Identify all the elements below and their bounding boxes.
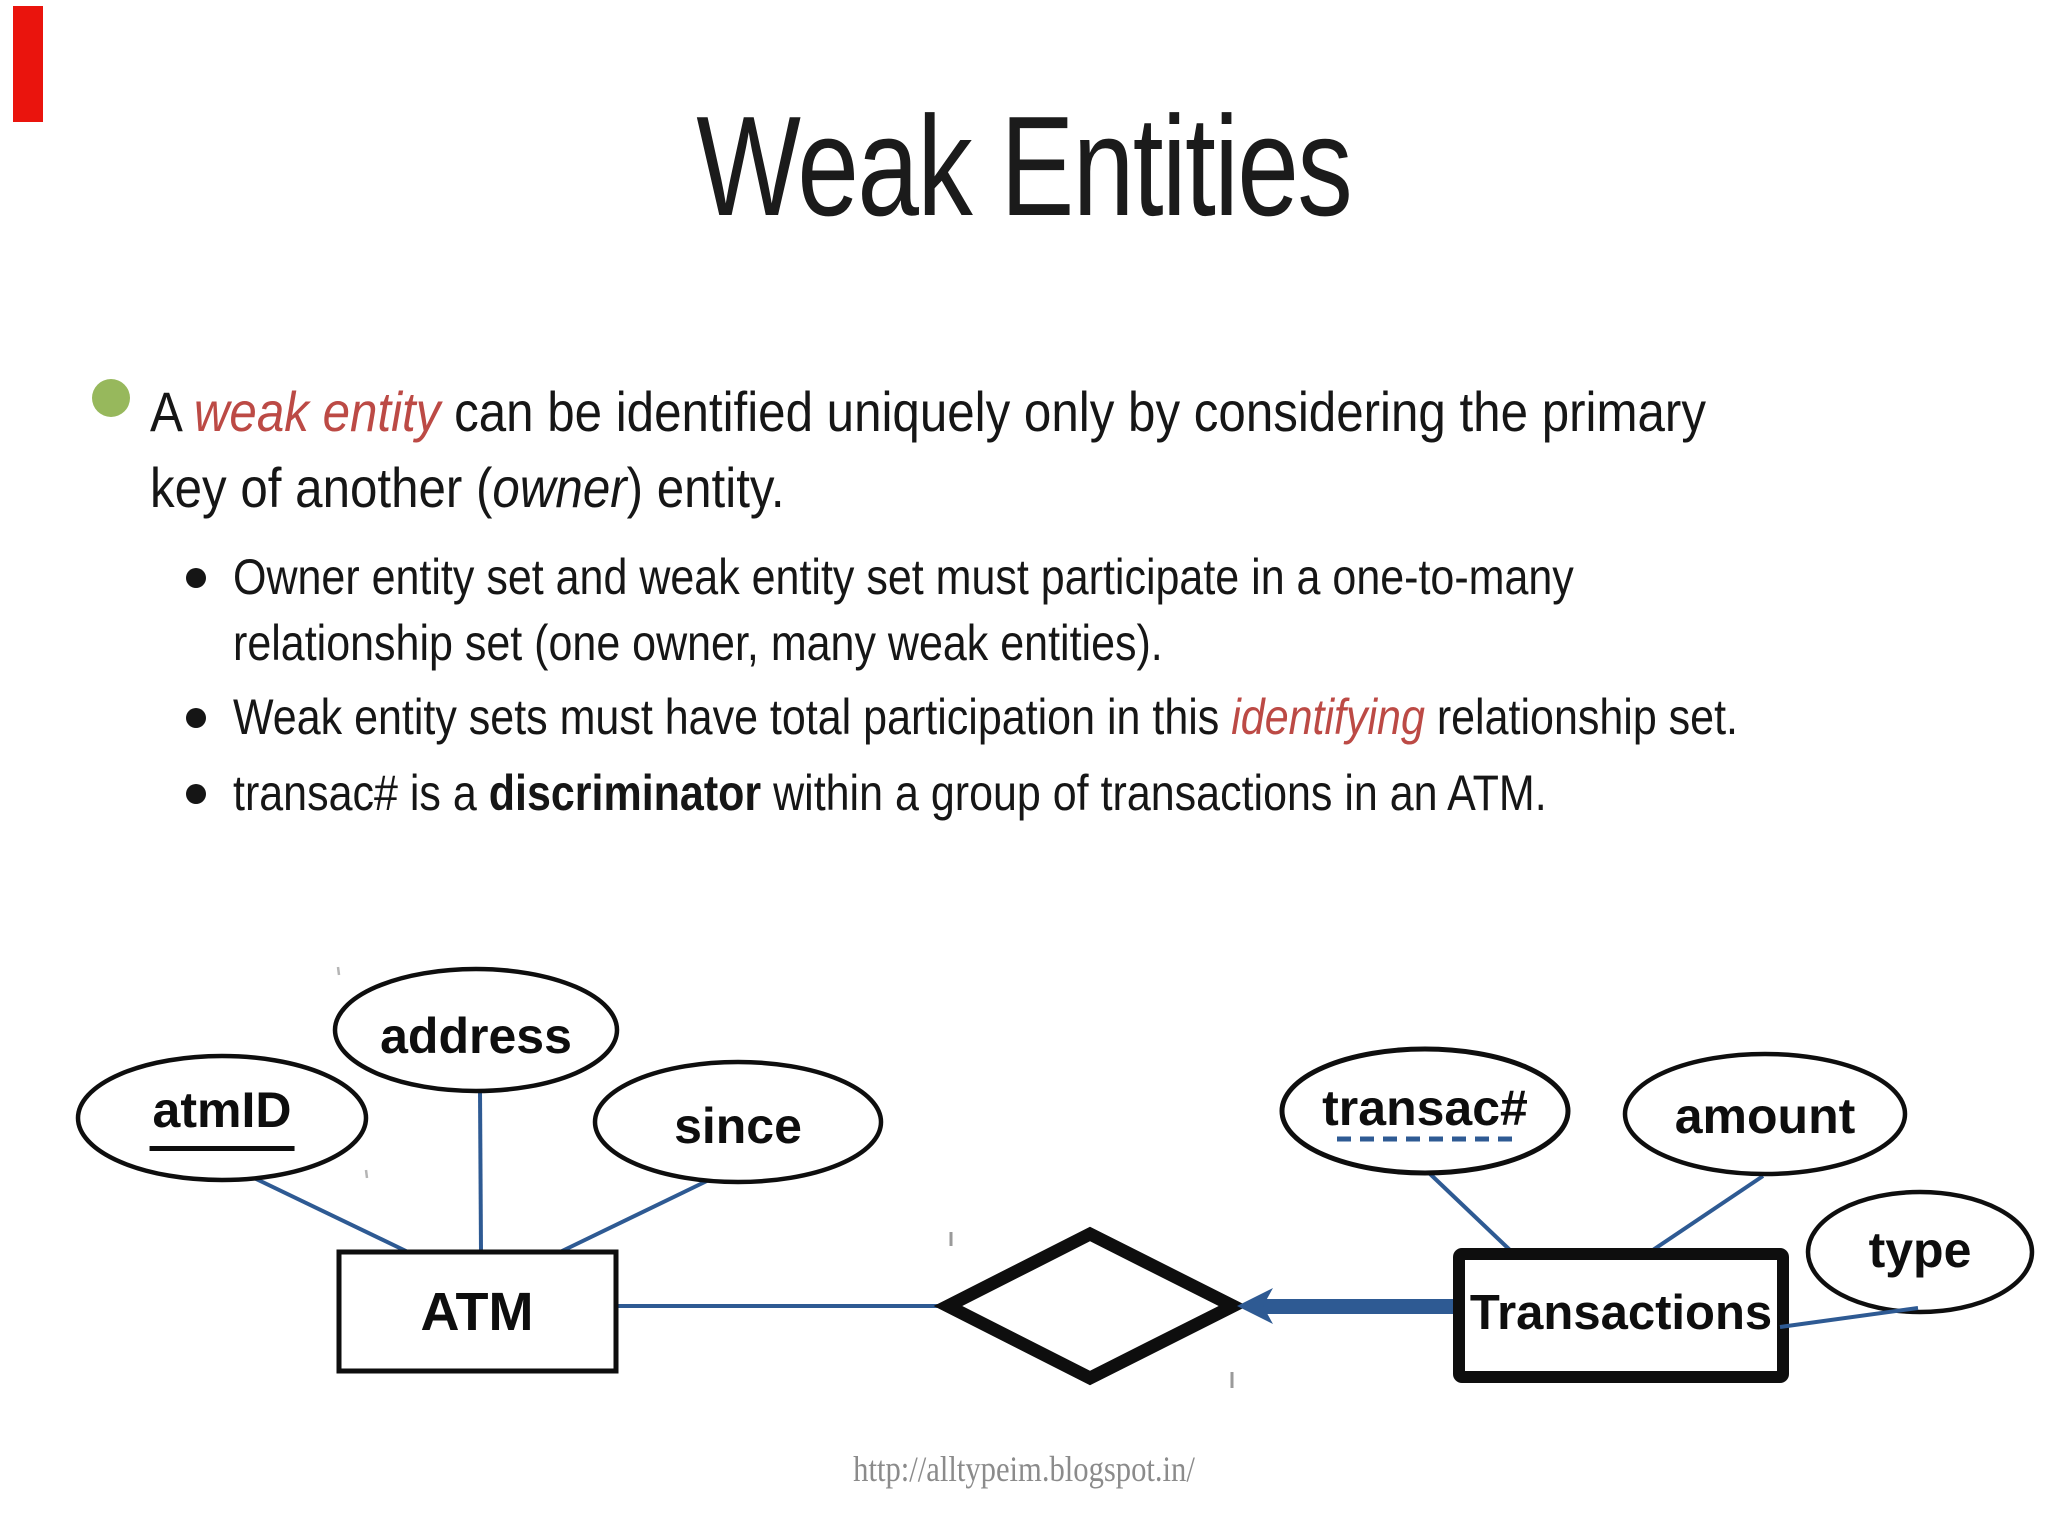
main-bullet-text: A weak entity can be identified uniquely… (150, 374, 1918, 526)
primary-key-underline: atmID (149, 1081, 295, 1151)
weak-entity-highlight: weak entity (193, 380, 441, 443)
sub-bullet-marker-2 (186, 708, 206, 728)
sub-bullet-marker-3 (186, 784, 206, 804)
bullet-marker-green (92, 379, 130, 417)
attribute-ellipse-transac (1279, 1046, 1571, 1176)
connector-transac-transactions (1426, 1170, 1514, 1254)
sub-bullet-3: transac# is a discriminator within a gro… (233, 760, 1761, 826)
main-bullet-seg: can be identified uniquely only by consi… (440, 380, 1706, 443)
connector-atmid-atm (249, 1174, 409, 1254)
red-corner-mark (13, 6, 43, 122)
sub-bullet-3-seg: transac# is a (233, 765, 489, 821)
connector-amount-transactions (1648, 1174, 1765, 1254)
sub-bullet-3-seg: within a group of transactions in an ATM… (761, 765, 1547, 821)
page-title-text: Weak Entities (696, 87, 1353, 246)
connector-since-atm (559, 1176, 714, 1254)
main-bullet-seg: key of another ( (150, 456, 493, 519)
attribute-label-address: address (380, 1008, 572, 1064)
entity-rect-atm (336, 1249, 619, 1374)
attribute-ellipse-type (1805, 1189, 2035, 1315)
connector-type-transactions (1779, 1306, 1919, 1329)
scan-artifact (364, 1169, 369, 1179)
footer-url: http://alltypeim.blogspot.in/ (853, 1449, 1195, 1489)
connector-address-atm (478, 1089, 483, 1253)
main-bullet-line-1: A weak entity can be identified uniquely… (150, 374, 1918, 450)
page-title: Weak Entities (0, 96, 2048, 238)
attribute-ellipse-since (592, 1059, 884, 1185)
main-bullet-line-2: key of another (owner) entity. (150, 450, 1918, 526)
discriminator-bold: discriminator (488, 765, 762, 821)
arrow-head (1237, 1288, 1273, 1324)
arrow-shaft (1263, 1299, 1453, 1314)
identifying-highlight: identifying (1231, 689, 1425, 745)
entity-label-atm: ATM (420, 1282, 534, 1342)
attribute-label-atmid: atmID (149, 1081, 295, 1151)
sub-bullet-1-line-2: relationship set (one owner, many weak e… (233, 615, 1163, 671)
sub-bullet-marker-1 (186, 568, 206, 588)
scan-artifact (336, 966, 341, 976)
sub-bullet-2: Weak entity sets must have total partici… (233, 684, 1983, 750)
attribute-label-amount: amount (1674, 1088, 1856, 1144)
attribute-ellipse-address (332, 966, 620, 1094)
sub-bullet-1-line-1: Owner entity set and weak entity set mus… (233, 549, 1574, 605)
owner-italic: owner (492, 456, 627, 519)
footer: http://alltypeim.blogspot.in/ (0, 1448, 2048, 1490)
entity-label-transactions: Transactions (1469, 1286, 1773, 1340)
sub-bullet-2-seg: Weak entity sets must have total partici… (233, 689, 1232, 745)
sub-bullet-2-seg: relationship set. (1424, 689, 1738, 745)
relationship-diamond (933, 1226, 1248, 1386)
weak-entity-rect-transactions (1453, 1248, 1789, 1383)
attribute-label-transac: transac# (1322, 1080, 1528, 1136)
main-bullet-seg: A (150, 380, 194, 443)
attribute-ellipse-amount (1622, 1051, 1908, 1177)
main-bullet-seg: ) entity. (626, 456, 785, 519)
attribute-label-since: since (674, 1098, 802, 1154)
attribute-label-type: type (1868, 1222, 1972, 1278)
sub-bullet-1: Owner entity set and weak entity set mus… (233, 544, 1792, 676)
